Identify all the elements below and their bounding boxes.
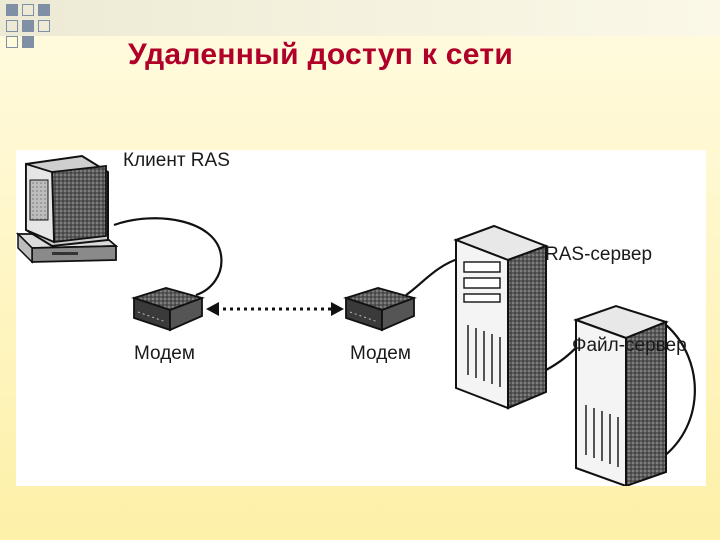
slide-top-bar (0, 0, 720, 48)
diagram-drawing (16, 154, 696, 486)
label-modem-right: Модем (350, 343, 411, 364)
slide-title: Удаленный доступ к сети (128, 38, 514, 71)
file-server-icon (573, 304, 669, 486)
ras-server-icon (453, 224, 549, 410)
label-ras-server: RAS-сервер (545, 244, 653, 265)
cable-fileserver (655, 324, 696, 463)
decor-square (6, 20, 18, 32)
label-modem-left: Модем (134, 343, 195, 364)
decor-square (22, 36, 34, 48)
decor-square (38, 4, 50, 16)
client-computer-icon (16, 154, 119, 264)
decor-square (22, 4, 34, 16)
decor-square (22, 20, 34, 32)
decor-square (6, 4, 18, 16)
modem-left-icon (131, 287, 205, 332)
label-ras-client: Клиент RAS (123, 150, 230, 171)
decor-square (38, 20, 50, 32)
network-diagram: Клиент RAS Модем Модем RAS-сервер Файл-с… (16, 150, 706, 486)
decor-square (6, 36, 18, 48)
cable-client-modem (113, 217, 223, 297)
arrow-left-icon (206, 302, 219, 316)
modem-right-icon (343, 287, 417, 332)
arrow-right-icon (331, 302, 344, 316)
cable-modem-rasserver (405, 256, 462, 296)
label-file-server: Файл-сервер (572, 335, 687, 356)
